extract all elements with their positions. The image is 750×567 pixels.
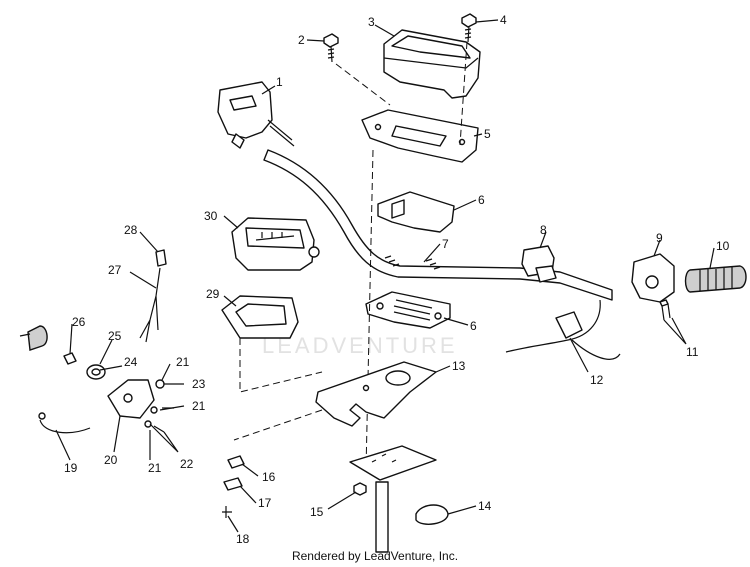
lens-26: [19, 325, 48, 351]
callout-6-lower: 6: [470, 319, 477, 333]
callout-18: 18: [236, 532, 250, 546]
pin-18: [222, 506, 232, 518]
gasket-25: [86, 364, 106, 380]
steering-post: [349, 445, 437, 553]
callout-6-upper: 6: [478, 193, 485, 207]
right-switch: [521, 245, 557, 283]
callout-4: 4: [500, 13, 507, 27]
callout-3: 3: [368, 15, 375, 29]
bulb-socket-24: [63, 352, 77, 365]
speedometer: [231, 217, 320, 271]
bolt-axis-right: [459, 41, 468, 146]
left-control-housing: [217, 81, 295, 149]
handlebar: [263, 149, 613, 301]
callout-21-bottom: 21: [148, 461, 162, 475]
callout-27: 27: [108, 263, 122, 277]
callout-23: 23: [192, 377, 206, 391]
callout-26: 26: [72, 315, 86, 329]
callout-10: 10: [716, 239, 730, 253]
throttle-housing: [631, 253, 675, 303]
assembly-axis: [365, 149, 374, 471]
callout-15: 15: [310, 505, 324, 519]
clamp-plate: [361, 109, 479, 163]
wire-harness-27: [139, 267, 161, 343]
callout-29: 29: [206, 287, 220, 301]
callout-8: 8: [540, 223, 547, 237]
callout-13: 13: [452, 359, 466, 373]
callouts: 1 2 3 4 5 6 6 7 8 9 10 11 12 13 14 15 16…: [64, 13, 730, 546]
callout-24: 24: [124, 355, 138, 369]
callout-2: 2: [298, 33, 305, 47]
callout-28: 28: [124, 223, 138, 237]
callout-7: 7: [442, 237, 449, 251]
upper-clamp: [377, 191, 455, 233]
callout-25: 25: [108, 329, 122, 343]
bolt-2: [323, 33, 339, 63]
callout-14: 14: [478, 499, 492, 513]
mounting-bracket: [315, 361, 437, 427]
callout-22: 22: [180, 457, 194, 471]
callout-5: 5: [484, 127, 491, 141]
connector-28: [155, 249, 167, 267]
wiring-harness: [505, 299, 621, 360]
nut-15: [353, 482, 367, 496]
callout-21-top: 21: [176, 355, 190, 369]
clip-16: [227, 455, 245, 469]
bolt-4: [461, 13, 477, 43]
hand-grip: [684, 265, 747, 293]
callout-17: 17: [258, 496, 272, 510]
bulb-wire-19: [38, 412, 91, 434]
leader-lines: [55, 19, 715, 533]
callout-20: 20: [104, 453, 118, 467]
callout-1: 1: [276, 75, 283, 89]
speedo-axis: [239, 338, 323, 393]
footer-credit: Rendered by LeadVenture, Inc.: [291, 549, 459, 563]
callout-12: 12: [590, 373, 604, 387]
clip-17: [223, 477, 243, 491]
callout-11: 11: [686, 345, 699, 359]
lower-clamp: [365, 291, 451, 329]
callout-9: 9: [656, 231, 663, 245]
speedo-pad: [221, 295, 299, 339]
bolt-axis-left: [335, 63, 391, 106]
watermark: LEADVENTURE: [262, 333, 458, 358]
callout-30: 30: [204, 209, 218, 223]
callout-19: 19: [64, 461, 78, 475]
stem-clamp: [415, 504, 449, 525]
bracket-axis: [233, 409, 323, 441]
indicator-housing-20: [107, 379, 155, 419]
callout-16: 16: [262, 470, 276, 484]
callout-21-mid: 21: [192, 399, 206, 413]
screws-11: [659, 299, 671, 321]
handlebar-cover: [383, 29, 481, 99]
